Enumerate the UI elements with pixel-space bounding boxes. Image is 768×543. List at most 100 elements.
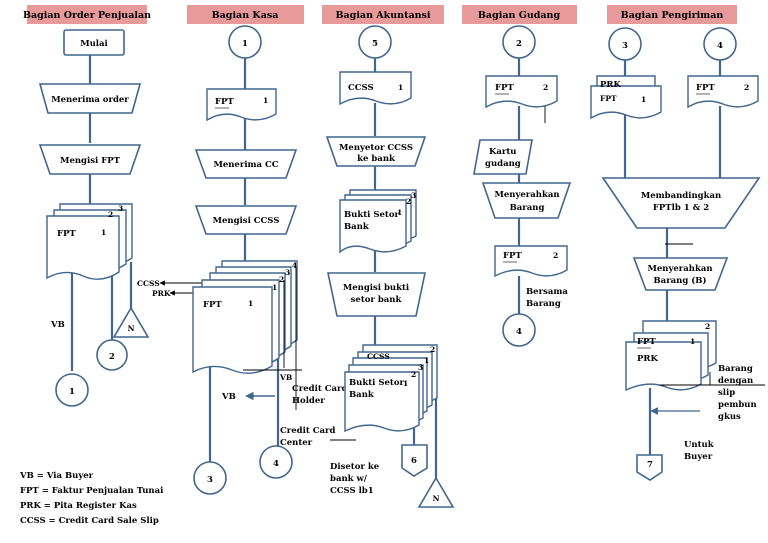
kasa-stack-fpt-num: 1 <box>248 299 253 308</box>
file-n-label: N <box>128 324 135 333</box>
barang-note-l1: Barang <box>718 364 753 374</box>
manual-op-menerima-order <box>38 83 142 114</box>
kasa-stack-fpt-label: FPT <box>203 300 222 310</box>
legend: VB = Via Buyer FPT = Faktur Penjualan Tu… <box>19 471 164 526</box>
kartu-gudang-l1: Kartu <box>489 147 516 157</box>
akuntansi-doc-ccss <box>339 71 412 106</box>
header-order: Bagian Order Penjualan <box>23 5 151 24</box>
gudang-doc-fpt-num: 2 <box>543 83 548 92</box>
step-menyerahkan-l2: Barang <box>510 203 545 213</box>
legend-vb: VB = Via Buyer <box>19 471 94 481</box>
gudang-connector-4-label: 4 <box>516 327 522 337</box>
prk-fpt-stack: PRK FPT 1 <box>590 75 662 120</box>
gudang-doc2-fpt <box>494 245 568 278</box>
pengiriman-doc2-fpt-label: FPT <box>696 83 715 93</box>
step-mengisi-ccss-label: Mengisi CCSS <box>213 216 280 226</box>
pengiriman-connector-3 <box>608 27 642 61</box>
manual-op-menyerahkan-barang <box>481 182 572 219</box>
legend-fpt: FPT = Faktur Penjualan Tunai <box>20 486 164 496</box>
untuk-buyer-l2: Buyer <box>684 452 713 462</box>
kasa-doc-fpt-label: FPT <box>215 97 234 107</box>
kasa-connector-4-label: 4 <box>273 459 279 469</box>
order-column: Mulai Menerima order Mengisi FPT 3 2 FPT… <box>38 29 150 407</box>
header-gudang: Bagian Gudang <box>462 5 577 24</box>
legend-prk: PRK = Pita Register Kas <box>20 501 137 511</box>
akuntansi-doc-ccss-label: CCSS <box>348 83 374 93</box>
gudang-column: 2 FPT 2 Kartu gudang Menyerahkan Barang … <box>473 25 572 347</box>
kasa-connector-1-label: 1 <box>242 39 248 49</box>
barang-note-l3: slip <box>718 388 735 398</box>
disetor-note-l2: bank w/ <box>330 474 368 484</box>
pengiriman-doc2-fpt <box>687 75 759 109</box>
offpage-connector-7 <box>636 454 663 481</box>
kasa-column: 1 FPT 1 Menerima CC Mengisi CCSS 4 3 2 1… <box>192 25 347 495</box>
kasa-copy-3: 3 <box>285 268 290 277</box>
pengiriman-doc-stack-3: 2 1 FPT PRK <box>625 320 717 392</box>
akuntansi-doc2-n4: 1 <box>424 356 429 365</box>
cc-holder-label-2: Holder <box>292 396 325 406</box>
barang-note-l5: gkus <box>718 412 741 422</box>
barang-note-l2: dengan <box>718 376 753 386</box>
pengiriman-doc3-fpt: FPT <box>637 337 656 347</box>
start-label: Mulai <box>80 39 108 49</box>
offpage-connector-7-label: 7 <box>647 460 653 470</box>
kasa-connector-3-label: 3 <box>207 475 213 485</box>
kasa-copy-1: 1 <box>272 283 277 292</box>
connector-1-label: 1 <box>69 387 75 397</box>
akuntansi-doc2-n3: 3 <box>418 363 423 372</box>
bukti-setor-stack: 3 2 1 Bukti Setor Bank <box>339 189 417 254</box>
akuntansi-column: 5 CCSS 1 Menyetor CCSS ke bank 3 2 1 Buk… <box>325 25 455 508</box>
legend-ccss: CCSS = Credit Card Sale Slip <box>20 516 159 526</box>
akuntansi-doc-ccss-num: 1 <box>398 83 403 92</box>
step-menyerahkan-b-l1: Menyerahkan <box>647 264 712 274</box>
step-menerima-cc-label: Menerima CC <box>213 160 278 170</box>
kartu-gudang-parallelogram <box>473 139 533 175</box>
step-membandingkan-l2: FPTlb 1 & 2 <box>653 203 709 213</box>
header-order-label: Bagian Order Penjualan <box>23 10 151 21</box>
vb-label: VB <box>50 320 65 330</box>
untuk-buyer-l1: Untuk <box>684 440 715 450</box>
cc-holder-label-1: Credit Card <box>292 384 347 394</box>
manual-op-mengisi-bukti <box>327 272 426 317</box>
offpage-connector-6-label: 6 <box>411 456 417 466</box>
header-kasa-label: Bagian Kasa <box>212 10 279 21</box>
akuntansi-file-n-label: N <box>433 494 440 503</box>
barang-note-l4: pembun <box>718 400 757 410</box>
doc-copy-3: 3 <box>118 204 123 213</box>
doc-fpt-label: FPT <box>57 229 76 239</box>
step-menyetor-l2: ke bank <box>357 154 396 164</box>
bukti-copy-3: 3 <box>411 191 416 200</box>
cc-center-label-2: Center <box>280 438 313 448</box>
step-menyetor-l1: Menyetor CCSS <box>339 143 413 153</box>
gudang-connector-2-label: 2 <box>516 39 522 49</box>
akuntansi-doc2-n1: 1 <box>403 379 408 388</box>
kasa-vb-label: VB <box>279 373 292 382</box>
step-menerima-order-label: Menerima order <box>51 95 129 105</box>
gudang-doc-fpt-label: FPT <box>495 83 514 93</box>
akuntansi-doc2-ccss: CCSS <box>367 352 390 361</box>
pengiriman-column: 3 4 PRK FPT 1 FPT 2 Membandingkan FPTlb … <box>590 27 765 481</box>
header-gudang-label: Bagian Gudang <box>478 10 561 21</box>
bukti-label-2: Bank <box>344 222 370 232</box>
gudang-connector-4 <box>502 313 536 347</box>
akuntansi-doc2-n5: 2 <box>430 345 435 354</box>
header-pengiriman-label: Bagian Pengiriman <box>621 10 724 21</box>
akuntansi-connector-5-label: 5 <box>372 39 378 49</box>
header-akuntansi-label: Bagian Akuntansi <box>336 10 431 21</box>
step-mengisi-bukti-l2: setor bank <box>351 295 403 305</box>
kasa-doc-fpt-num: 1 <box>263 96 268 105</box>
ccss-arrow-label: CCSS <box>137 279 160 288</box>
pengiriman-doc3-prk: PRK <box>637 354 658 364</box>
gudang-doc-fpt <box>485 75 558 109</box>
pengiriman-connector-4-label: 4 <box>717 41 723 51</box>
connector-2 <box>96 339 128 371</box>
manual-op-menyerahkan-barang-b <box>632 257 729 291</box>
pengiriman-doc-fpt-num: 1 <box>641 95 646 104</box>
cc-center-label-1: Credit Card <box>280 426 335 436</box>
akuntansi-doc2-l1: Bukti Setor <box>349 378 405 388</box>
gudang-connector-2 <box>502 25 536 59</box>
connector-2-label: 2 <box>109 352 115 362</box>
akuntansi-file-n <box>417 476 455 508</box>
manual-op-mengisi-fpt <box>38 144 142 175</box>
akuntansi-doc2-n2: 2 <box>411 370 416 379</box>
